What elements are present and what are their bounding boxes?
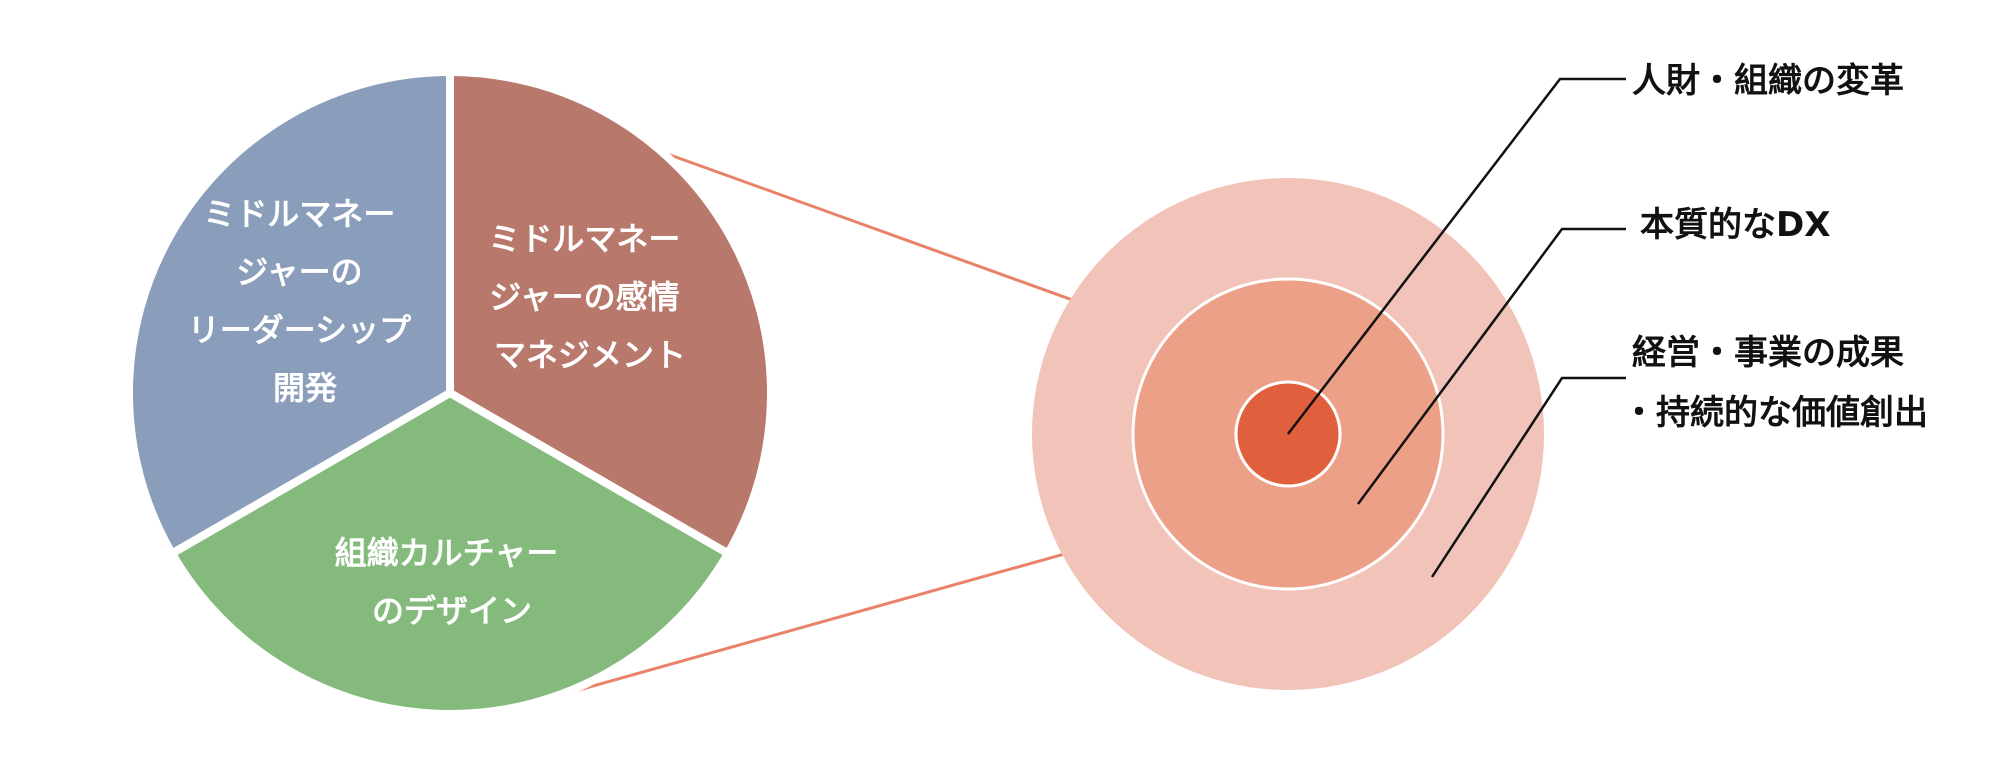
pie-slice-emotion — [446, 67, 775, 559]
pie-slice-leadership — [125, 67, 454, 559]
callout-line-core — [1287, 77, 1626, 435]
callout-line-middle — [1356, 227, 1626, 505]
pie-label-leadership: ミドルマネー ジャーの リーダーシップ 開発 — [188, 195, 423, 407]
callout-label-outer: 経営・事業の成果 ・持続的な価値創出 — [1622, 333, 1928, 433]
callout-line-outer — [1430, 376, 1626, 578]
callout-label-middle: 本質的なDX — [1640, 205, 1830, 245]
callout-label-core: 人財・組織の変革 — [1632, 61, 1904, 101]
pie-slice-culture — [166, 388, 734, 719]
pie-label-emotion: ミドルマネー ジャーの感情 マネジメント — [488, 220, 691, 374]
pie-label-culture: 組織カルチャー のデザイン — [335, 534, 570, 630]
